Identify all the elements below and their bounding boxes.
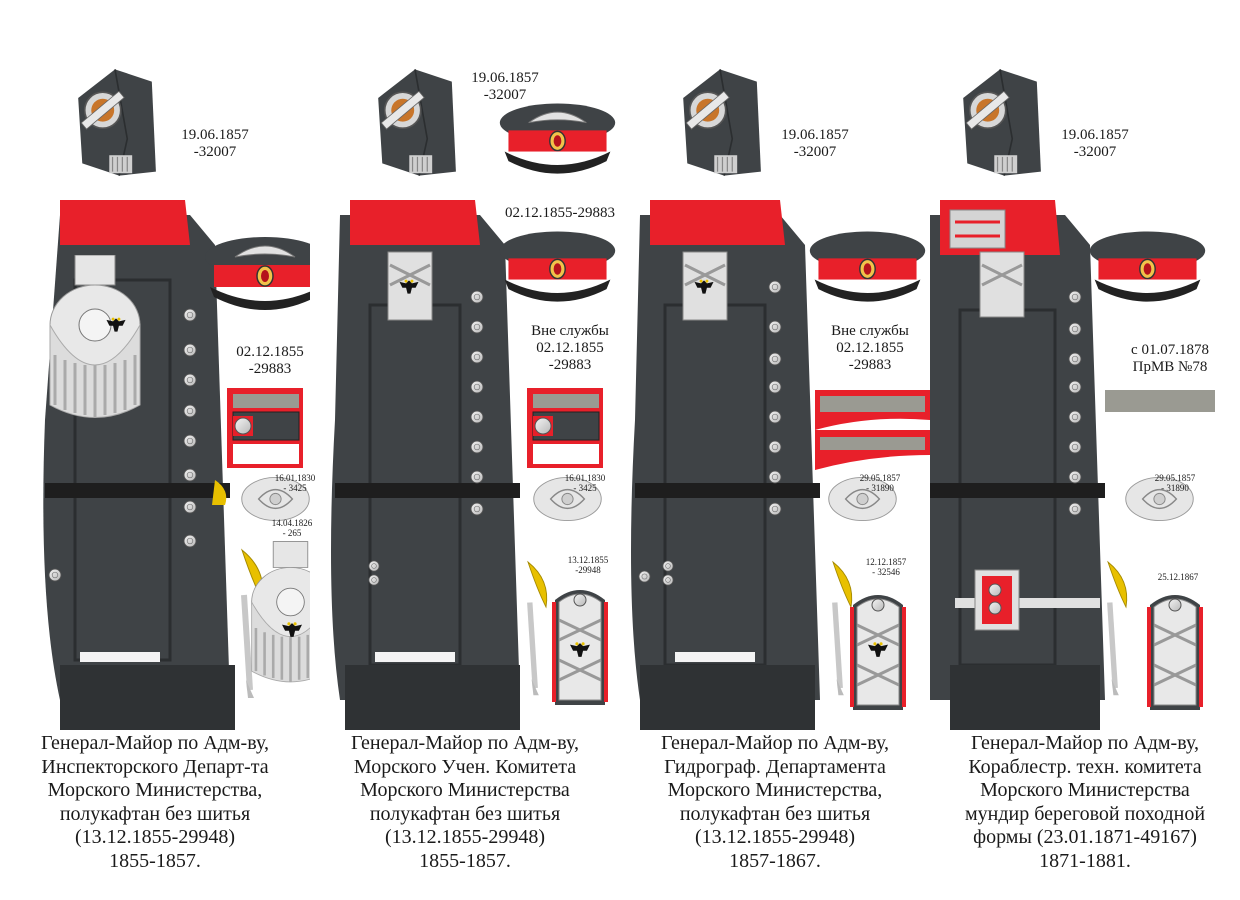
bicorne-date: 19.06.1857-32007 [1061, 127, 1129, 160]
uniform-panel-3: 19.06.1857-32007 Вне службы 02.12.1855-2… [620, 0, 930, 900]
caption: Генерал-Майор по Адм-ву,Гидрограф. Депар… [661, 732, 889, 872]
button-date: 29.05.1857- 31890 [1154, 473, 1196, 493]
button-date: 16.01.1830- 3425 [274, 473, 316, 493]
bicorne-date: 19.06.1857-32007 [471, 70, 539, 103]
shoulder-date: 14.04.1826- 265 [271, 518, 313, 538]
cap-date: 02.12.1855-29883 [505, 205, 615, 221]
shoulder-date: 12.12.1857- 32546 [865, 557, 907, 577]
cap-date: 02.12.1855-29883 [236, 344, 304, 377]
shoulder-date: 13.12.1855-29948 [567, 555, 609, 575]
offduty-cap-date: Вне службы 02.12.1855-29883 [531, 323, 609, 373]
caption: Генерал-Майор по Адм-ву,Морского Учен. К… [351, 732, 579, 872]
caption: Генерал-Майор по Адм-ву,Инспекторского Д… [41, 732, 269, 872]
uniform-figure-4 [930, 68, 1215, 730]
bicorne-date: 19.06.1857-32007 [781, 127, 849, 160]
uniform-figure-2 [331, 68, 616, 730]
uniform-panel-1: 19.06.1857-32007 02.12.1855-29883 16.01.… [0, 0, 315, 900]
button-date: 16.01.1830- 3425 [564, 473, 606, 493]
shoulder-date: 25.12.1867 [1157, 572, 1199, 582]
offduty-cap-date: Вне службы 02.12.1855-29883 [831, 323, 909, 373]
uniform-figure-3 [631, 68, 930, 730]
caption: Генерал-Майор по Адм-ву,Кораблестр. техн… [964, 732, 1206, 872]
bicorne-date: 19.06.1857-32007 [181, 127, 249, 160]
uniform-figure-1 [43, 68, 310, 730]
uniform-panel-2: 19.06.1857-32007 02.12.1855-29883 Вне сл… [310, 0, 620, 900]
button-date: 29.05.1857- 31890 [859, 473, 901, 493]
